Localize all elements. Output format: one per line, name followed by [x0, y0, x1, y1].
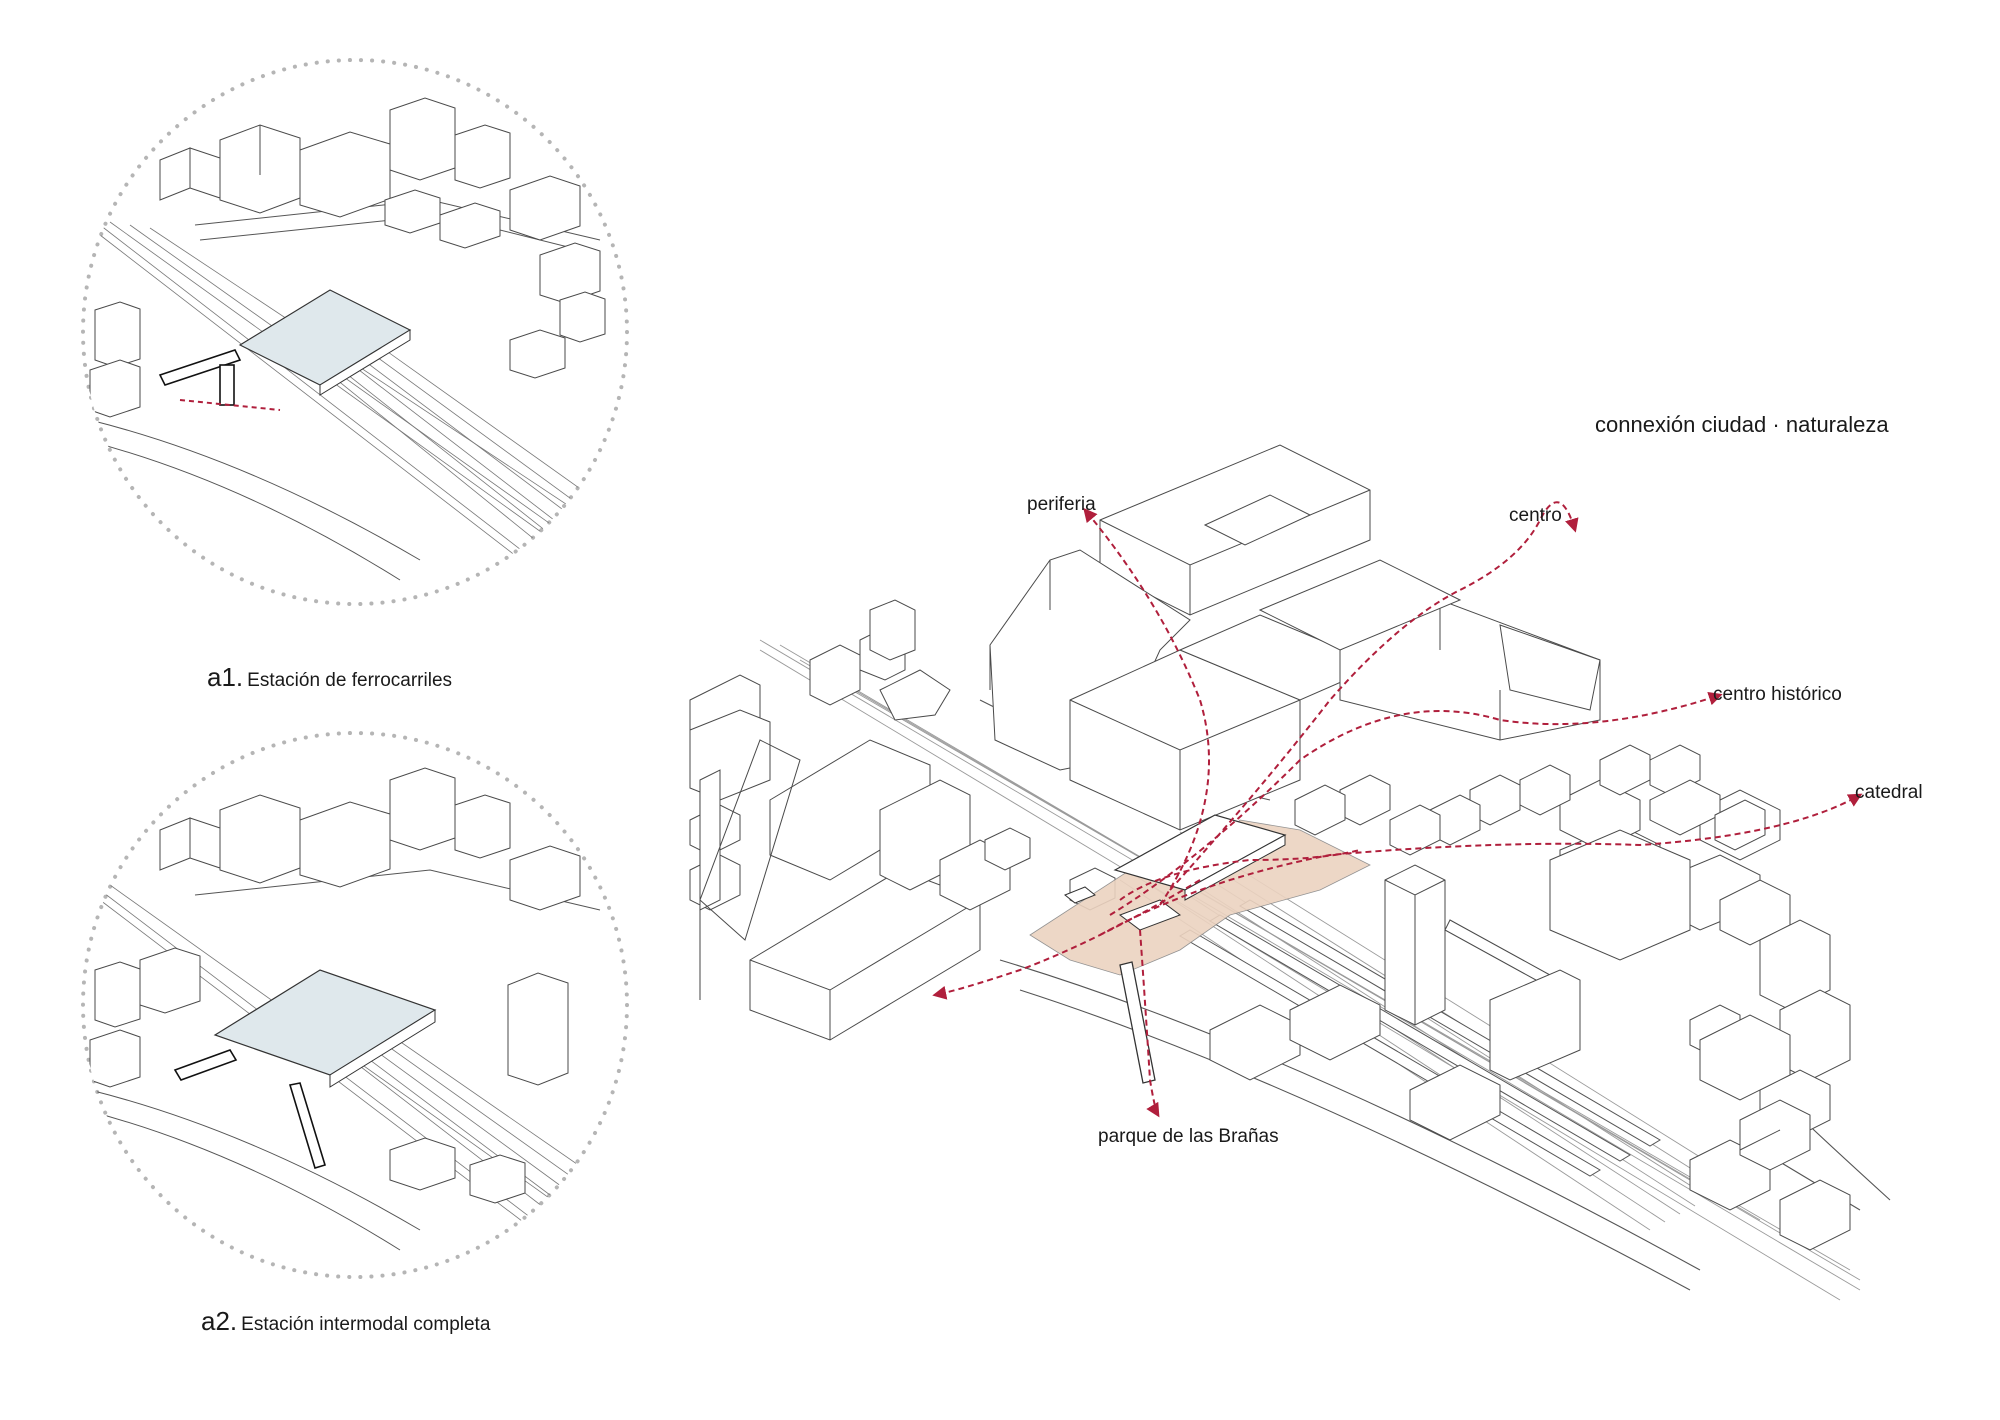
caption-a1-text: Estación de ferrocarriles	[247, 670, 453, 691]
diagram-title: connexión ciudad · naturaleza	[1595, 412, 1889, 438]
inset-a2-buildings	[89, 767, 581, 1204]
inset-a2	[81, 731, 629, 1279]
main-axonometric	[689, 444, 1891, 1301]
title-word-connexion: connexión	[1595, 412, 1696, 437]
inset-a2-footbridge-left	[173, 1049, 238, 1081]
title-word-ciudad: ciudad	[1701, 412, 1767, 437]
inset-a1-footbridge	[158, 349, 242, 386]
caption-a2: a2.Estación intermodal completa	[201, 1306, 490, 1337]
inset-a2-station-roof	[213, 969, 437, 1076]
label-periferia: periferia	[1027, 494, 1096, 515]
label-centro-historico: centro histórico	[1713, 684, 1842, 705]
caption-a1-number: a1.	[207, 662, 244, 692]
inset-a1-route	[179, 399, 281, 411]
inset-a1-rail-tracks	[99, 221, 611, 591]
route-centro-historico	[1109, 691, 1723, 916]
caption-a2-number: a2.	[201, 1306, 238, 1336]
route-centro	[1169, 501, 1579, 891]
main-south-footbridge	[1119, 961, 1156, 1084]
label-parque-de-las-branas: parque de las Brañas	[1098, 1126, 1279, 1147]
inset-a1-tower	[219, 364, 235, 406]
main-buildings	[689, 444, 1851, 1251]
caption-a1: a1.Estación de ferrocarriles	[207, 662, 452, 693]
inset-a2-footbridge-south	[288, 1082, 326, 1169]
route-periferia	[1083, 507, 1210, 906]
route-catedral	[1099, 793, 1863, 936]
title-word-naturaleza: naturaleza	[1785, 412, 1889, 437]
inset-a1	[81, 58, 629, 606]
inset-a2-dotted-border	[81, 731, 629, 1279]
label-centro: centro	[1509, 505, 1562, 526]
route-west	[932, 879, 1201, 1000]
caption-a2-text: Estación intermodal completa	[241, 1314, 491, 1335]
inset-a1-roads	[84, 199, 601, 581]
main-routes	[932, 501, 1863, 1118]
inset-a1-dotted-border	[81, 58, 629, 606]
title-separator: ·	[1772, 412, 1780, 437]
route-plaza-loop	[1119, 849, 1361, 901]
inset-a1-buildings	[89, 97, 606, 418]
label-catedral: catedral	[1855, 782, 1923, 803]
route-parque	[1139, 929, 1160, 1118]
